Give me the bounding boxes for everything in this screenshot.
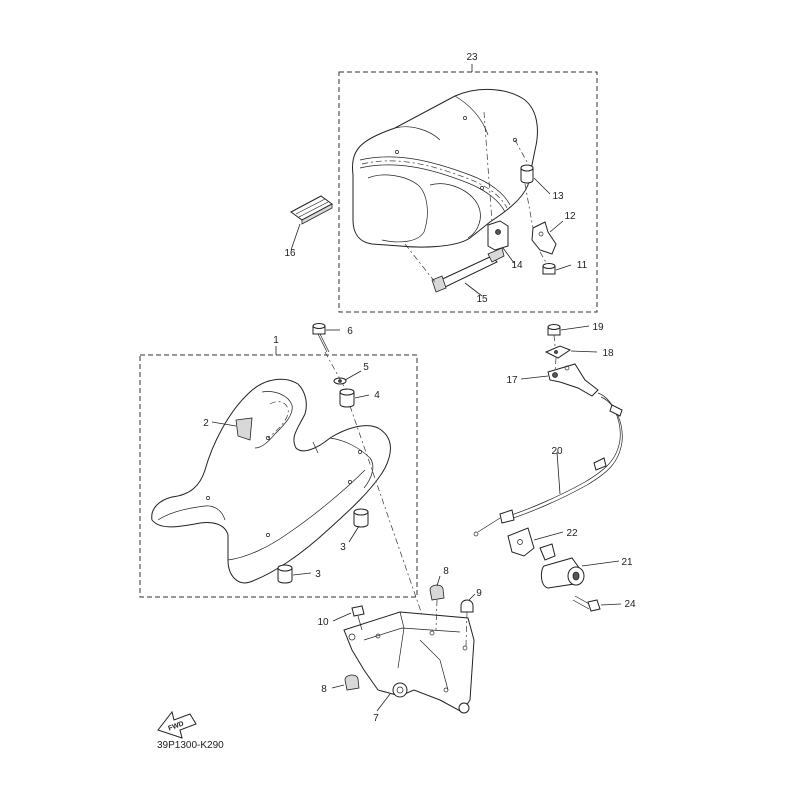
- callout-8a: 8: [443, 566, 449, 577]
- callout-8b: 8: [321, 684, 327, 695]
- callout-13: 12: [564, 211, 576, 222]
- callout-11: 23: [466, 52, 478, 63]
- bracket-part-15[interactable]: [487, 220, 509, 251]
- callout-24: 24: [624, 599, 636, 610]
- callout-5: 5: [363, 362, 369, 373]
- callout-4: 4: [374, 390, 380, 401]
- callout-3b: 3: [315, 569, 321, 580]
- callout-2: 2: [203, 418, 209, 429]
- callout-16: 15: [476, 294, 488, 305]
- damper-part-3a[interactable]: [353, 508, 369, 528]
- strap-part-16[interactable]: [431, 247, 505, 293]
- callouts: 23 1 2 3 3 4 5 6 7 8 8 9 10 11 12 13 14 …: [203, 52, 636, 724]
- bracket-part-23[interactable]: [507, 527, 535, 557]
- lever-part-18[interactable]: [547, 363, 599, 397]
- fwd-arrow-icon: FWD: [157, 710, 197, 739]
- bracket-part-13[interactable]: [531, 221, 557, 255]
- passenger-seat-part[interactable]: [351, 88, 538, 248]
- grommet-part-9[interactable]: [460, 599, 474, 613]
- callout-20: 19: [592, 322, 604, 333]
- callout-9: 9: [476, 588, 482, 599]
- cap-part-8b[interactable]: [344, 674, 360, 691]
- callout-22: 21: [621, 557, 633, 568]
- callout-3a: 3: [340, 542, 346, 553]
- callout-15: 14: [511, 260, 523, 271]
- passenger-seat-group-box: [338, 71, 598, 313]
- rider-seat-group-box: [139, 354, 418, 598]
- leader-lines: [211, 64, 622, 712]
- callout-1: 1: [273, 335, 279, 346]
- clip-part-17[interactable]: [290, 195, 333, 225]
- callout-6: 6: [347, 326, 353, 337]
- nut-part-12[interactable]: [542, 263, 556, 275]
- rider-seat-part[interactable]: [151, 378, 391, 584]
- callout-21: 20: [551, 446, 563, 457]
- damper-part-4[interactable]: [339, 388, 355, 408]
- damper-part-14[interactable]: [520, 164, 534, 184]
- lock-part-22[interactable]: [539, 543, 585, 589]
- callout-23: 22: [566, 528, 578, 539]
- callout-10: 10: [317, 617, 329, 628]
- callout-18: 17: [506, 375, 518, 386]
- bolt-part-24[interactable]: [572, 595, 601, 612]
- pad-part-2[interactable]: [235, 417, 253, 441]
- plate-part-19[interactable]: [544, 345, 572, 359]
- diagram-code: 39P1300-K290: [157, 740, 224, 751]
- cap-part-8a[interactable]: [429, 584, 445, 601]
- nut-part-20[interactable]: [547, 324, 561, 336]
- cable-part-21[interactable]: [473, 392, 623, 537]
- callout-7: 7: [373, 713, 379, 724]
- callout-12: 11: [577, 260, 588, 271]
- callout-19: 18: [602, 348, 614, 359]
- bracket-part-7[interactable]: [343, 611, 475, 714]
- callout-14: 13: [552, 191, 564, 202]
- bolt-part-10[interactable]: [351, 605, 365, 631]
- bolt-part-6[interactable]: [312, 323, 330, 353]
- damper-part-3b[interactable]: [277, 564, 293, 584]
- callout-17: 16: [284, 248, 296, 259]
